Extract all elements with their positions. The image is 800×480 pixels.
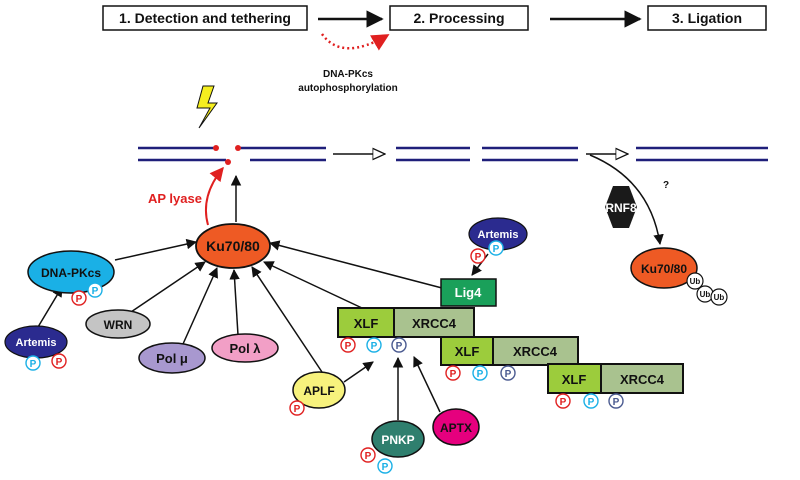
artemis-left: Artemis: [4, 325, 68, 359]
phospho-badge-label: P: [365, 451, 372, 462]
phospho-badge-icon: P: [71, 290, 87, 306]
phospho-badge-icon: P: [391, 337, 407, 353]
rnf8-hexagon: RNF8: [605, 186, 637, 228]
ku70-80-right: Ku70/80: [630, 247, 698, 289]
dna-broken: [138, 145, 326, 165]
dnapkcs-label: DNA-PKcs: [41, 266, 101, 280]
step-ligation-box: 3. Ligation: [647, 5, 767, 31]
phospho-badge-label: P: [30, 359, 37, 370]
ku-arrows: [37, 174, 489, 420]
phospho-badge-label: P: [475, 252, 482, 263]
step-processing-box: 2. Processing: [389, 5, 529, 31]
phospho-badge-icon: P: [500, 365, 516, 381]
pol-lambda-label: Pol λ: [229, 341, 261, 356]
xlf-xrcc4-2: XLF XRCC4: [440, 336, 579, 366]
ub-1: Ub: [686, 272, 704, 290]
phospho-badge-icon: P: [472, 365, 488, 381]
lig4-label: Lig4: [455, 285, 482, 300]
phospho-badge-label: P: [560, 397, 567, 408]
svg-text:Ub: Ub: [700, 290, 711, 299]
lig4: Lig4: [440, 278, 497, 307]
rnf8-label: RNF8: [605, 201, 637, 215]
phospho-badge-label: P: [477, 369, 484, 380]
ub-2: Ub: [696, 285, 714, 303]
phospho-badge-icon: P: [583, 393, 599, 409]
phospho-badge-label: P: [505, 369, 512, 380]
phospho-badge-label: P: [396, 341, 403, 352]
xrcc4-1-label: XRCC4: [412, 316, 457, 331]
phospho-badge-label: P: [294, 404, 301, 415]
phospho-badge-label: P: [92, 286, 99, 297]
pnkp-label: PNKP: [381, 433, 414, 447]
pol-mu-label: Pol μ: [156, 351, 188, 366]
lightning-bolt-icon: [196, 85, 218, 129]
dna-processing: [396, 146, 578, 162]
phospho-badge-label: P: [76, 294, 83, 305]
phospho-badge-icon: P: [608, 393, 624, 409]
dna-ligated: [636, 146, 768, 162]
autophos-line2: autophosphorylation: [298, 83, 397, 94]
aplf: APLF: [292, 371, 346, 409]
step-processing-label: 2. Processing: [413, 10, 504, 26]
phospho-badge-icon: P: [340, 337, 356, 353]
xrcc4-3-label: XRCC4: [620, 372, 665, 387]
ku-right-label: Ku70/80: [641, 262, 687, 276]
step-detection-box: 1. Detection and tethering: [102, 5, 308, 31]
ap-lyase-label: AP lyase: [148, 191, 202, 206]
xlf-xrcc4-3: XLF XRCC4: [547, 363, 684, 394]
phospho-badge-label: P: [56, 357, 63, 368]
autophos-arc: [320, 33, 390, 51]
phospho-badge-icon: P: [470, 248, 486, 264]
phospho-badge-icon: P: [289, 400, 305, 416]
phospho-badge-label: P: [613, 397, 620, 408]
phospho-badge-icon: P: [360, 447, 376, 463]
phospho-badge-icon: P: [445, 365, 461, 381]
ap-lyase-arrow: [204, 166, 224, 226]
phospho-badge-icon: P: [377, 458, 393, 474]
artemis-left-label: Artemis: [16, 337, 57, 349]
artemis-top: Artemis: [468, 217, 528, 251]
xlf-xrcc4-1: XLF XRCC4: [337, 307, 475, 338]
xlf-1-label: XLF: [354, 316, 379, 331]
phospho-badge-label: P: [450, 369, 457, 380]
pnkp: PNKP: [371, 420, 425, 458]
ku-main-label: Ku70/80: [206, 238, 260, 254]
phospho-badge-label: P: [382, 462, 389, 473]
wrn: WRN: [85, 309, 151, 339]
phospho-badge-label: P: [588, 397, 595, 408]
aptx: APTX: [432, 408, 480, 446]
dna-pkcs: DNA-PKcs: [27, 250, 115, 294]
ku70-80-main: Ku70/80: [195, 223, 271, 269]
wrn-label: WRN: [104, 318, 133, 332]
ubiquitin-chain: Ub Ub Ub: [686, 272, 728, 306]
phospho-badge-icon: P: [555, 393, 571, 409]
xrcc4-2-label: XRCC4: [513, 344, 558, 359]
aptx-label: APTX: [440, 421, 472, 435]
phospho-badge-label: P: [371, 341, 378, 352]
ub-3: Ub: [710, 288, 728, 306]
phospho-badge-icon: P: [87, 282, 103, 298]
xlf-2-label: XLF: [455, 344, 480, 359]
artemis-top-label: Artemis: [478, 229, 519, 241]
svg-text:Ub: Ub: [690, 277, 701, 286]
question-mark: ?: [663, 180, 669, 191]
pol-mu: Pol μ: [138, 342, 206, 374]
phospho-badge-icon: P: [25, 355, 41, 371]
step-ligation-label: 3. Ligation: [672, 10, 742, 26]
ku-release-arrow: [589, 154, 664, 246]
phospho-badge-label: P: [345, 341, 352, 352]
step-detection-label: 1. Detection and tethering: [119, 10, 291, 26]
phospho-badge-icon: P: [366, 337, 382, 353]
phospho-badge-label: P: [493, 244, 500, 255]
phospho-badge-icon: P: [488, 240, 504, 256]
autophos-line1: DNA-PKcs: [323, 69, 373, 80]
svg-text:Ub: Ub: [714, 293, 725, 302]
phospho-badge-icon: P: [51, 353, 67, 369]
pol-lambda: Pol λ: [211, 333, 279, 363]
aplf-label: APLF: [303, 384, 334, 398]
xlf-3-label: XLF: [562, 372, 587, 387]
